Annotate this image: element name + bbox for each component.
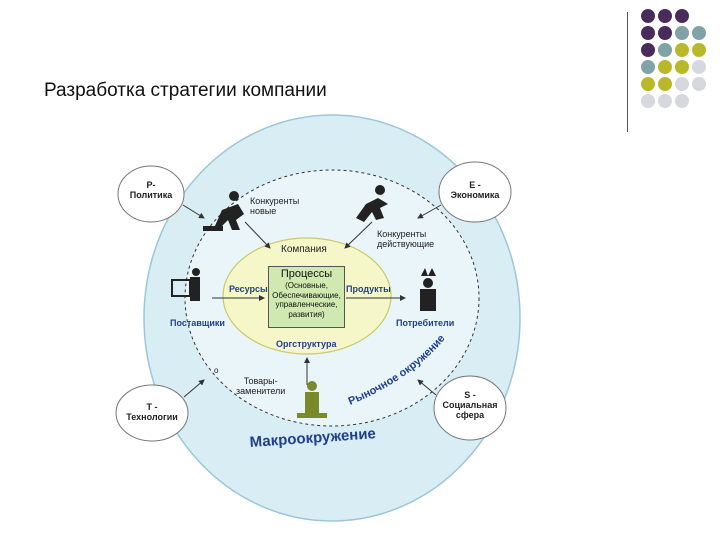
arrow-e-in xyxy=(417,204,442,219)
decor-dot xyxy=(658,60,672,74)
arrow-t-in xyxy=(183,379,205,398)
decor-dot xyxy=(641,9,655,23)
decor-dot xyxy=(658,26,672,40)
processes-line-2: Обеспечивающие, xyxy=(272,290,341,300)
e-economics-bubble xyxy=(438,161,512,223)
decor-dot xyxy=(658,77,672,91)
consumers-label: Потребители xyxy=(396,318,455,328)
decor-dot xyxy=(658,94,672,108)
decor-dot xyxy=(675,43,689,57)
new-competitor-figure xyxy=(203,191,244,231)
substitute-figure xyxy=(297,381,327,418)
page-title: Разработка стратегии компании xyxy=(44,80,327,101)
decor-dot xyxy=(658,9,672,23)
e-economics-label: E -Экономика xyxy=(450,180,500,200)
arrow-existing-competitors xyxy=(344,221,373,249)
decor-dot xyxy=(675,26,689,40)
existing-competitor-figure xyxy=(356,185,388,222)
decor-dot xyxy=(692,77,706,91)
decor-dot xyxy=(675,9,689,23)
processes-line-4: развития) xyxy=(288,309,325,319)
arrow-p-in xyxy=(182,204,205,219)
decor-dot xyxy=(641,26,655,40)
s-social-bubble xyxy=(433,375,507,441)
processes-box: Процессы (Основные, Обеспечивающие, упра… xyxy=(268,266,345,328)
processes-title: Процессы xyxy=(280,268,333,280)
org-structure-label: Оргструктура xyxy=(276,339,337,349)
p-politics-bubble xyxy=(117,165,185,223)
decor-dot xyxy=(658,43,672,57)
company-label: Компания xyxy=(281,244,327,255)
processes-line-1: (Основные, xyxy=(285,281,328,290)
products-label: Продукты xyxy=(346,284,391,294)
influence-arrows xyxy=(182,204,442,398)
decor-dot xyxy=(641,77,655,91)
decor-dot xyxy=(675,60,689,74)
decor-dot xyxy=(692,43,706,57)
decor-dot xyxy=(675,94,689,108)
arrow-new-competitors xyxy=(244,221,271,249)
small-marker: о xyxy=(214,366,219,375)
decor-dot xyxy=(692,60,706,74)
processes-line-3: управленческие, xyxy=(275,300,338,309)
p-politics-label: P-Политика xyxy=(129,180,173,200)
decor-dot xyxy=(675,77,689,91)
resources-label: Ресурсы xyxy=(229,284,268,294)
supplier-figure xyxy=(171,268,200,301)
decor-dot xyxy=(641,60,655,74)
suppliers-label: Поставщики xyxy=(170,318,225,328)
arrow-s-in xyxy=(417,379,437,396)
decor-dot xyxy=(641,43,655,57)
t-technology-label: T -Технологии xyxy=(126,402,178,422)
t-technology-bubble xyxy=(115,384,189,442)
decor-dot xyxy=(692,26,706,40)
substitutes-label: Товары-заменители xyxy=(236,376,286,396)
decor-dot xyxy=(641,94,655,108)
consumer-figure xyxy=(420,268,436,311)
divider-line xyxy=(627,12,628,132)
